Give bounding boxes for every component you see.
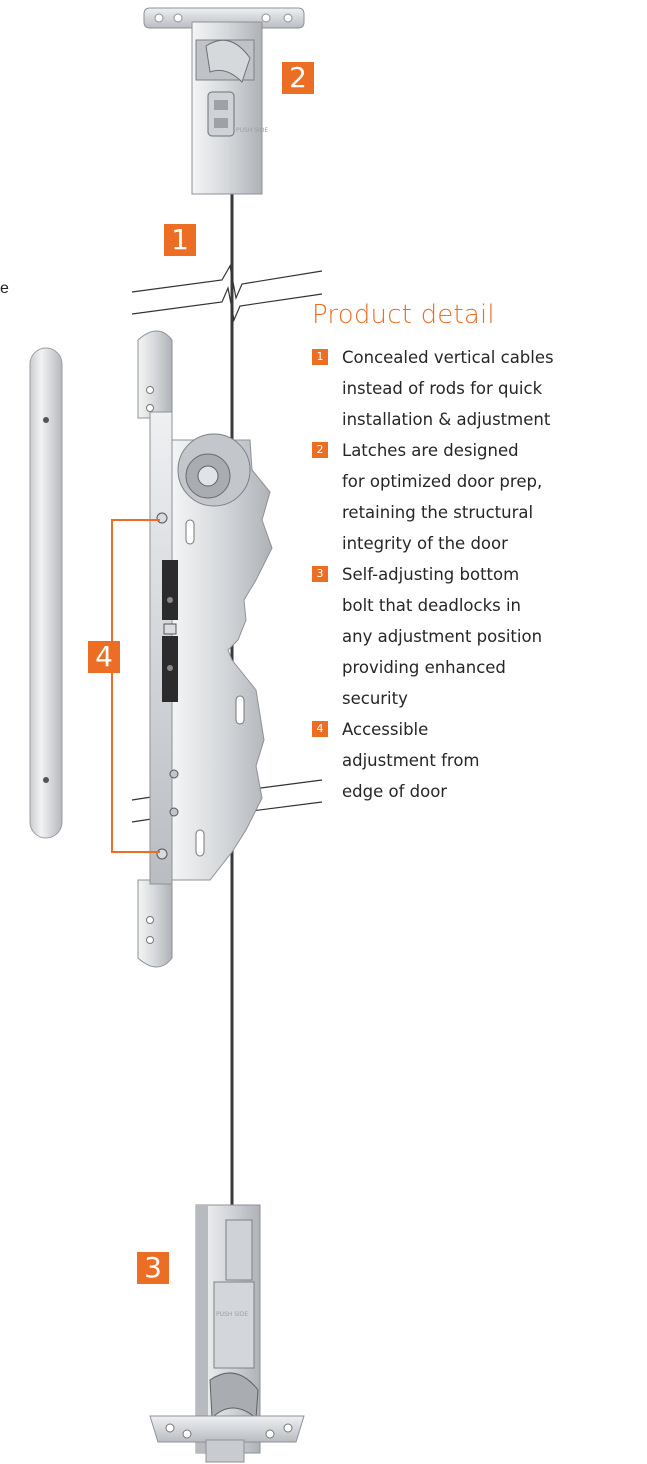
detail-text-line: security (342, 689, 408, 708)
escutcheon-plate (29, 347, 63, 839)
detail-text-line: integrity of the door (342, 534, 508, 553)
detail-text-line: any adjustment position (342, 627, 543, 646)
detail-item: 4 Accessible adjustment from edge of door (312, 714, 642, 807)
product-detail-title: Product detail (312, 300, 495, 330)
product-detail-panel: Product detail 1 Concealed vertical cable… (312, 300, 642, 807)
callout-badge-2: 2 (282, 62, 314, 94)
detail-text-line: Latches are designed (342, 441, 519, 460)
edge-letter: e (0, 280, 9, 297)
detail-text-line: instead of rods for quick (342, 379, 543, 398)
detail-number-badge: 1 (312, 349, 328, 365)
top-latch: PUSH SIDE (143, 7, 305, 195)
detail-item: 3 Self-adjusting bottom bolt that deadlock… (312, 559, 642, 714)
break-mark-top (131, 264, 323, 323)
mortise-lock-body (137, 330, 273, 968)
callout-badge-3: 3 (137, 1252, 169, 1284)
detail-text-line: providing enhanced (342, 658, 506, 677)
detail-text-line: Self-adjusting bottom (342, 565, 520, 584)
top-latch-marking: PUSH SIDE (236, 127, 268, 134)
detail-number-badge: 4 (312, 721, 328, 737)
bottom-latch-marking: PUSH SIDE (216, 1311, 248, 1318)
callout-badge-4: 4 (88, 641, 120, 673)
detail-item: 2 Latches are designed for optimized door … (312, 435, 642, 559)
detail-number-badge: 2 (312, 442, 328, 458)
callout-badge-1: 1 (164, 224, 196, 256)
detail-item: 1 Concealed vertical cables instead of rod… (312, 342, 642, 435)
detail-text-line: retaining the structural (342, 503, 534, 522)
detail-text-line: Accessible (342, 720, 429, 739)
bottom-latch: PUSH SIDE (149, 1204, 305, 1463)
detail-text-line: edge of door (342, 782, 448, 801)
detail-text-line: installation & adjustment (342, 410, 551, 429)
product-detail-list: 1 Concealed vertical cables instead of rod… (312, 342, 642, 807)
detail-text-line: bolt that deadlocks in (342, 596, 522, 615)
detail-text-line: for optimized door prep, (342, 472, 543, 491)
detail-text-line: adjustment from (342, 751, 480, 770)
detail-number-badge: 3 (312, 566, 328, 582)
detail-text-line: Concealed vertical cables (342, 348, 554, 367)
